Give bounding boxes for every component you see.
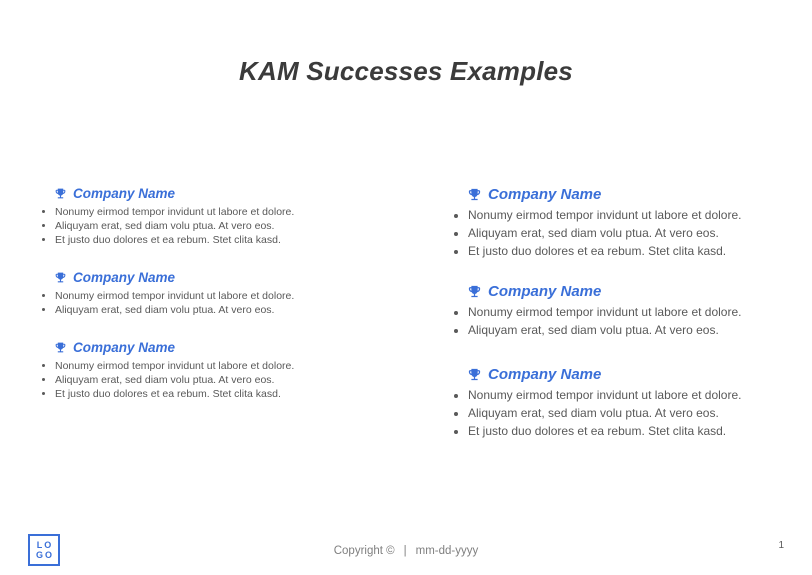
success-section-left-3: Company Name Nonumy eirmod tempor invidu… xyxy=(38,340,338,401)
logo: LO GO xyxy=(28,534,60,566)
bullet-item: Aliquyam erat, sed diam volu ptua. At ve… xyxy=(468,321,788,339)
bullet-item: Aliquyam erat, sed diam volu ptua. At ve… xyxy=(468,404,788,422)
bullet-item: Et justo duo dolores et ea rebum. Stet c… xyxy=(55,233,338,247)
section-heading: Company Name xyxy=(54,186,338,201)
bullet-list: Nonumy eirmod tempor invidunt ut labore … xyxy=(448,206,788,260)
bullet-item: Aliquyam erat, sed diam volu ptua. At ve… xyxy=(55,303,338,317)
copyright-line: Copyright © | mm-dd-yyyy xyxy=(0,545,812,557)
bullet-list: Nonumy eirmod tempor invidunt ut labore … xyxy=(448,386,788,440)
bullet-item: Et justo duo dolores et ea rebum. Stet c… xyxy=(55,387,338,401)
bullet-item: Nonumy eirmod tempor invidunt ut labore … xyxy=(468,303,788,321)
section-heading: Company Name xyxy=(54,340,338,355)
trophy-icon xyxy=(54,271,67,284)
section-heading: Company Name xyxy=(467,366,788,383)
copyright-date: mm-dd-yyyy xyxy=(415,545,479,557)
company-name-heading: Company Name xyxy=(73,186,176,201)
bullet-list: Nonumy eirmod tempor invidunt ut labore … xyxy=(38,289,338,317)
bullet-item: Aliquyam erat, sed diam volu ptua. At ve… xyxy=(468,224,788,242)
bullet-item: Nonumy eirmod tempor invidunt ut labore … xyxy=(55,289,338,303)
bullet-item: Nonumy eirmod tempor invidunt ut labore … xyxy=(468,206,788,224)
trophy-icon xyxy=(467,367,482,382)
bullet-item: Aliquyam erat, sed diam volu ptua. At ve… xyxy=(55,219,338,233)
success-section-left-1: Company Name Nonumy eirmod tempor invidu… xyxy=(38,186,338,247)
bullet-list: Nonumy eirmod tempor invidunt ut labore … xyxy=(38,205,338,247)
company-name-heading: Company Name xyxy=(73,340,176,355)
trophy-icon xyxy=(54,341,67,354)
logo-line-1: LO xyxy=(36,540,54,550)
success-section-right-1: Company Name Nonumy eirmod tempor invidu… xyxy=(448,186,788,260)
bullet-item: Nonumy eirmod tempor invidunt ut labore … xyxy=(55,359,338,373)
bullet-item: Et justo duo dolores et ea rebum. Stet c… xyxy=(468,242,788,260)
bullet-list: Nonumy eirmod tempor invidunt ut labore … xyxy=(448,303,788,339)
bullet-item: Nonumy eirmod tempor invidunt ut labore … xyxy=(468,386,788,404)
bullet-item: Nonumy eirmod tempor invidunt ut labore … xyxy=(55,205,338,219)
success-section-right-2: Company Name Nonumy eirmod tempor invidu… xyxy=(448,283,788,339)
section-heading: Company Name xyxy=(467,186,788,203)
logo-line-2: GO xyxy=(35,550,54,560)
bullet-item: Et justo duo dolores et ea rebum. Stet c… xyxy=(468,422,788,440)
section-heading: Company Name xyxy=(54,270,338,285)
success-section-right-3: Company Name Nonumy eirmod tempor invidu… xyxy=(448,366,788,440)
bullet-item: Aliquyam erat, sed diam volu ptua. At ve… xyxy=(55,373,338,387)
trophy-icon xyxy=(54,187,67,200)
success-section-left-2: Company Name Nonumy eirmod tempor invidu… xyxy=(38,270,338,317)
company-name-heading: Company Name xyxy=(73,270,176,285)
trophy-icon xyxy=(467,187,482,202)
copyright-text: Copyright © xyxy=(333,545,395,557)
trophy-icon xyxy=(467,284,482,299)
section-heading: Company Name xyxy=(467,283,788,300)
company-name-heading: Company Name xyxy=(488,186,602,203)
page-title: KAM Successes Examples xyxy=(239,56,573,86)
company-name-heading: Company Name xyxy=(488,366,602,383)
page-number: 1 xyxy=(778,540,784,551)
copyright-separator: | xyxy=(403,545,407,557)
bullet-list: Nonumy eirmod tempor invidunt ut labore … xyxy=(38,359,338,401)
company-name-heading: Company Name xyxy=(488,283,602,300)
